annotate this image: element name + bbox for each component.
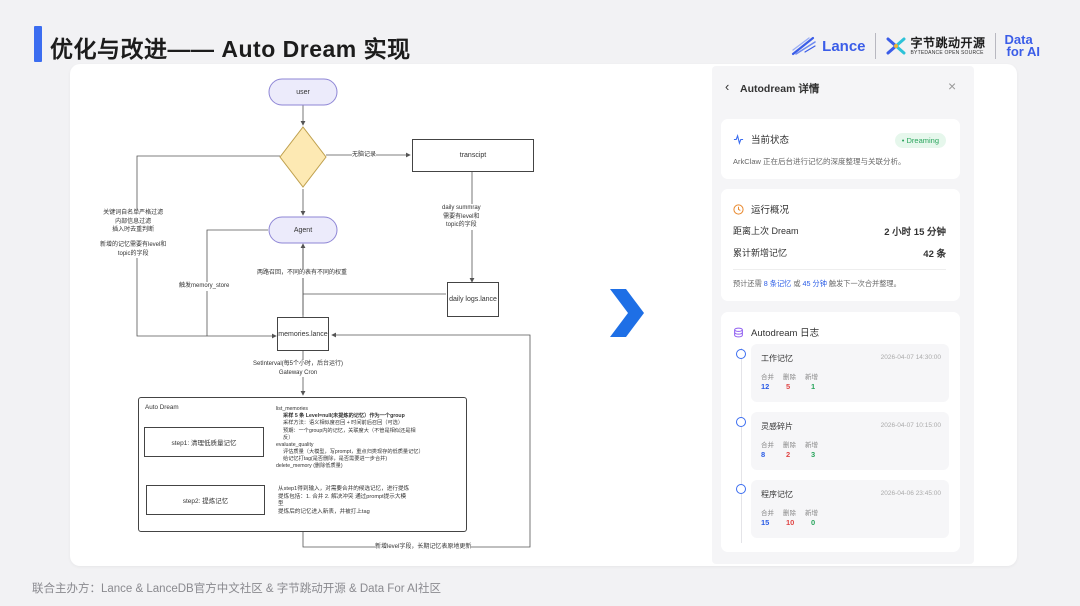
overview-label: 距离上次 Dream <box>733 226 799 236</box>
next-dream-hint: 预计还需 8 条记忆 或 45 分钟 触发下一次合并整理。 <box>733 279 901 288</box>
sponsor-logos: Lance 字节跳动开源 BYTEDANCE OPEN SOURCE Data … <box>791 31 1040 61</box>
user-node: user <box>296 88 310 96</box>
logo-separator <box>874 33 876 59</box>
log-title: 程序记忆 <box>761 490 793 499</box>
no-record-label: 无脑记录 <box>352 151 377 160</box>
slide-title: 优化与改进—— Auto Dream 实现 <box>50 36 411 62</box>
panel-header: ‹ Autodream 详情 × <box>712 66 974 110</box>
clock-icon <box>733 203 744 215</box>
overview-value: 42 条 <box>923 249 946 260</box>
timeline-dot <box>736 349 746 359</box>
step1-node: step1: 清理低质量记忆 <box>144 427 264 457</box>
status-heading-text: 当前状态 <box>751 135 790 146</box>
title-accent-bar <box>34 26 42 62</box>
agent-node: Agent <box>293 226 313 234</box>
daily-summary-label: daily summray 需要有level和 topic的字段 <box>442 204 481 231</box>
step2-node: step2: 提炼记忆 <box>146 485 265 515</box>
bytedance-cn-text: 字节跳动开源 <box>910 35 986 50</box>
daily-logs-node: daily logs.lance <box>447 282 499 317</box>
log-card: Autodream 日志 工作记忆 2026-04-07 14:30:00 合并… <box>721 312 960 552</box>
two-way-recall-label: 两路召回，不同的表有不同的权重 <box>257 269 348 278</box>
log-heading-text: Autodream 日志 <box>751 328 820 339</box>
status-badge: Dreaming <box>894 133 946 148</box>
back-chevron-icon[interactable]: ‹ <box>725 79 730 94</box>
overview-label: 累计新增记忆 <box>733 248 788 258</box>
memories-node: memories.lance <box>277 317 329 351</box>
status-heading: 当前状态 <box>733 132 789 146</box>
overview-card: 运行概况 距离上次 Dream 2 小时 15 分钟 累计新增记忆 42 条 预… <box>721 189 960 301</box>
log-heading: Autodream 日志 <box>733 325 819 339</box>
log-date: 2026-04-07 10:15:00 <box>880 422 941 429</box>
log-title: 工作记忆 <box>761 354 793 363</box>
timeline-line <box>741 348 742 543</box>
overview-divider <box>733 269 946 270</box>
filter-rules-label: 关键词自名单严格过滤 内部信息过滤 插入时去重判断 新增的记忆需要有level和… <box>100 209 167 259</box>
auto-dream-label: Auto Dream <box>145 404 179 411</box>
log-date: 2026-04-06 23:45:00 <box>880 490 941 497</box>
step2-description: 从step1得到输入，对需要合并的候选记忆，进行提炼 提炼包括：1. 合并 2.… <box>278 486 410 516</box>
log-metric-labels: 合并删除新增 <box>761 442 818 449</box>
overview-heading-text: 运行概况 <box>751 205 790 216</box>
overview-value: 2 小时 15 分钟 <box>884 227 946 238</box>
log-title: 灵感碎片 <box>761 422 793 431</box>
data-for-ai-logo: Data for AI <box>1004 31 1040 59</box>
overview-row-new-memories: 累计新增记忆 42 条 <box>733 246 946 260</box>
database-icon <box>734 327 743 337</box>
data-for-ai-line2: for AI <box>1006 44 1040 59</box>
lance-logo: Lance <box>791 36 866 56</box>
auto-dream-flowchart: user Agent transcipt daily logs.lance me… <box>92 72 572 552</box>
data-for-ai-line1: Data <box>1004 31 1033 47</box>
logo-separator <box>994 33 996 59</box>
pulse-icon <box>733 133 744 145</box>
lance-text: Lance <box>822 37 866 55</box>
status-description: ArkClaw 正在后台进行记忆的深度整理与关联分析。 <box>733 157 906 166</box>
chevron-right-icon <box>610 289 644 337</box>
footer-sponsors: 联合主办方：Lance & LanceDB官方中文社区 & 字节跳动开源 & D… <box>32 583 441 595</box>
cron-label: SetInterval(每5个小时，后台运行) Gateway Cron <box>253 360 344 378</box>
autodream-detail-panel: ‹ Autodream 详情 × 当前状态 Dreaming ArkClaw 正… <box>712 66 974 564</box>
new-level-label: 新增level字段，长期记忆表原地更新 <box>375 543 472 552</box>
overview-row-last-dream: 距离上次 Dream 2 小时 15 分钟 <box>733 224 946 238</box>
timeline-dot <box>736 417 746 427</box>
log-metric-labels: 合并删除新增 <box>761 510 818 517</box>
close-icon[interactable]: × <box>948 78 957 94</box>
bytedance-en-text: BYTEDANCE OPEN SOURCE <box>910 49 984 56</box>
agent-node-shape <box>268 216 338 244</box>
flowchart-connectors <box>136 105 531 548</box>
lance-icon <box>792 36 816 56</box>
panel-title: Autodream 详情 <box>740 83 820 95</box>
bytedance-open-source-icon <box>886 37 906 55</box>
log-metric-labels: 合并删除新增 <box>761 374 818 381</box>
status-card: 当前状态 Dreaming ArkClaw 正在后台进行记忆的深度整理与关联分析… <box>721 119 960 179</box>
bytedance-logo: 字节跳动开源 BYTEDANCE OPEN SOURCE <box>885 35 986 57</box>
log-date: 2026-04-07 14:30:00 <box>880 354 941 361</box>
decision-diamond <box>279 126 327 188</box>
user-node-shape <box>268 78 338 106</box>
transcript-node: transcipt <box>412 139 534 172</box>
timeline-dot <box>736 484 746 494</box>
connector-lines <box>136 105 531 548</box>
step1-description: list_memories 采样 5 条 Level=null(未提炼的记忆）作… <box>276 406 424 470</box>
trigger-store-label: 触发memory_store <box>179 282 230 291</box>
overview-heading: 运行概况 <box>733 202 789 216</box>
